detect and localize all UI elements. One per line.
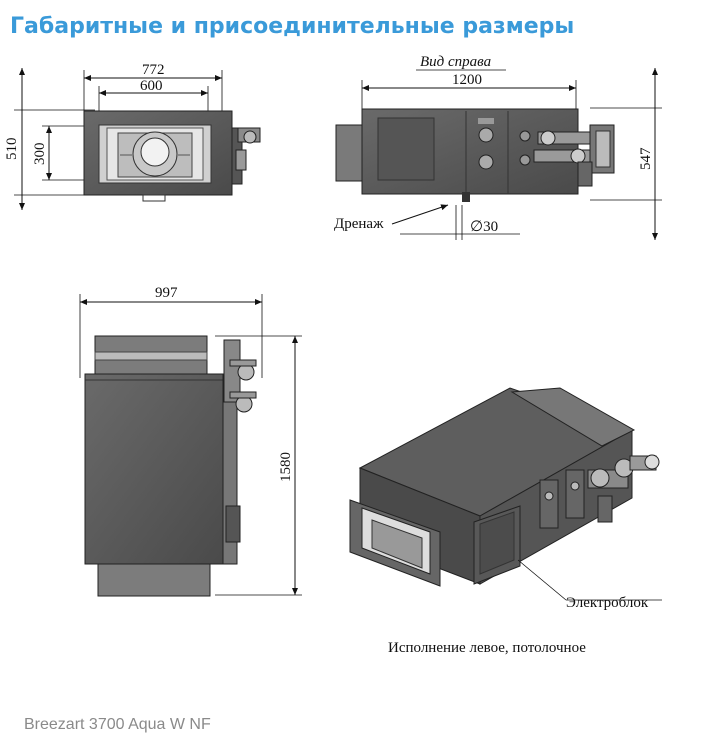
right-view: Вид справа 1200 547 Дренаж	[334, 54, 662, 240]
dim-height-outer: 510	[4, 138, 20, 161]
footer-model: Breezart 3700 Aqua W NF	[24, 716, 211, 733]
dim-width-outer: 772	[142, 62, 165, 78]
iso-view: Электроблок Исполнение левое, потолочное	[349, 387, 662, 656]
drain-diameter: ∅30	[470, 219, 498, 235]
front-view: 997 1580	[79, 285, 302, 597]
dim-width-inner: 600	[140, 78, 163, 94]
dim-height-right: 547	[638, 147, 654, 170]
iso-caption: Исполнение левое, потолочное	[388, 640, 586, 656]
electroblock-label: Электроблок	[566, 595, 649, 611]
dim-length-right: 1200	[452, 72, 482, 88]
dim-height-inner: 300	[32, 143, 48, 166]
top-view: 772 600 510 300	[4, 62, 261, 210]
dim-height-front: 1580	[278, 452, 294, 482]
right-view-caption: Вид справа	[420, 54, 491, 70]
drain-label: Дренаж	[334, 216, 384, 232]
page-title: Габаритные и присоединительные размеры	[10, 14, 575, 39]
dim-length-front: 997	[155, 285, 178, 301]
